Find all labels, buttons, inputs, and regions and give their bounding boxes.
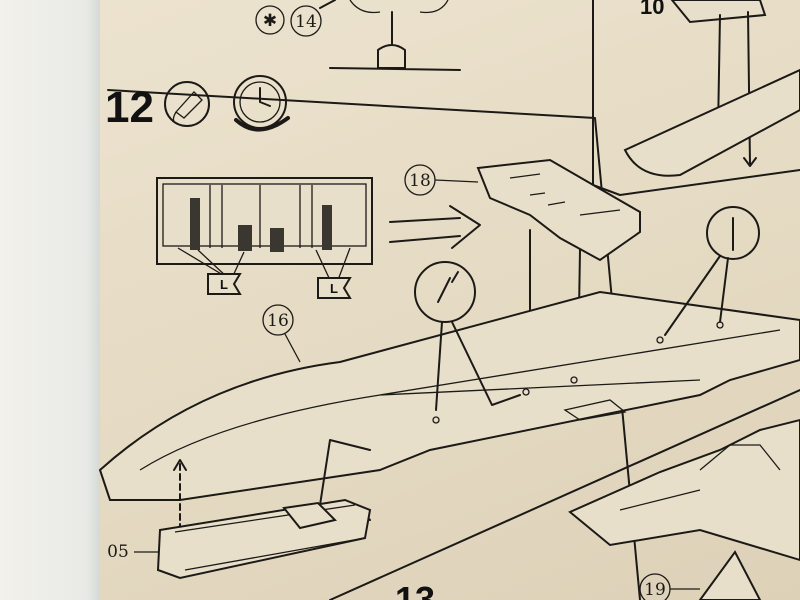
- interior-detail-panel: L L: [156, 177, 373, 299]
- drill-icon: [414, 261, 521, 411]
- part-105-drawing: 05: [107, 459, 372, 580]
- part-19-drawing: 19: [639, 550, 762, 600]
- section-divider-bottom: [329, 389, 800, 600]
- left-tag-1: L: [207, 273, 242, 295]
- part-14-label: 14: [295, 12, 317, 32]
- section-divider: [107, 89, 641, 600]
- part-16-drawing: 16: [98, 290, 800, 521]
- step-10-partial: 10: [640, 0, 664, 19]
- drill-icon: [664, 206, 760, 336]
- direction-arrow: [389, 205, 481, 249]
- part-105-label: 05: [107, 542, 129, 562]
- part-10-drawing: 10: [623, 0, 800, 177]
- section-divider-top-right: [592, 0, 800, 196]
- svg-text:L: L: [330, 281, 338, 296]
- page-margin: [0, 0, 108, 600]
- part-19-label: 19: [644, 580, 666, 600]
- part-16-label: 16: [267, 311, 289, 331]
- svg-text:L: L: [220, 277, 228, 292]
- step-number: 12: [105, 83, 154, 132]
- asterisk-marker: ✱: [263, 11, 277, 31]
- clock-icon: [233, 75, 290, 132]
- cockpit-assembly-drawing: [568, 418, 800, 562]
- landing-gear-drawing: ✱ 14: [255, 0, 461, 71]
- glue-tube-icon: [164, 81, 210, 127]
- part-14-callout: [290, 5, 322, 37]
- left-tag-2: L: [317, 277, 352, 299]
- part-18-label: 18: [409, 171, 431, 191]
- step-13-partial: 13: [395, 579, 435, 600]
